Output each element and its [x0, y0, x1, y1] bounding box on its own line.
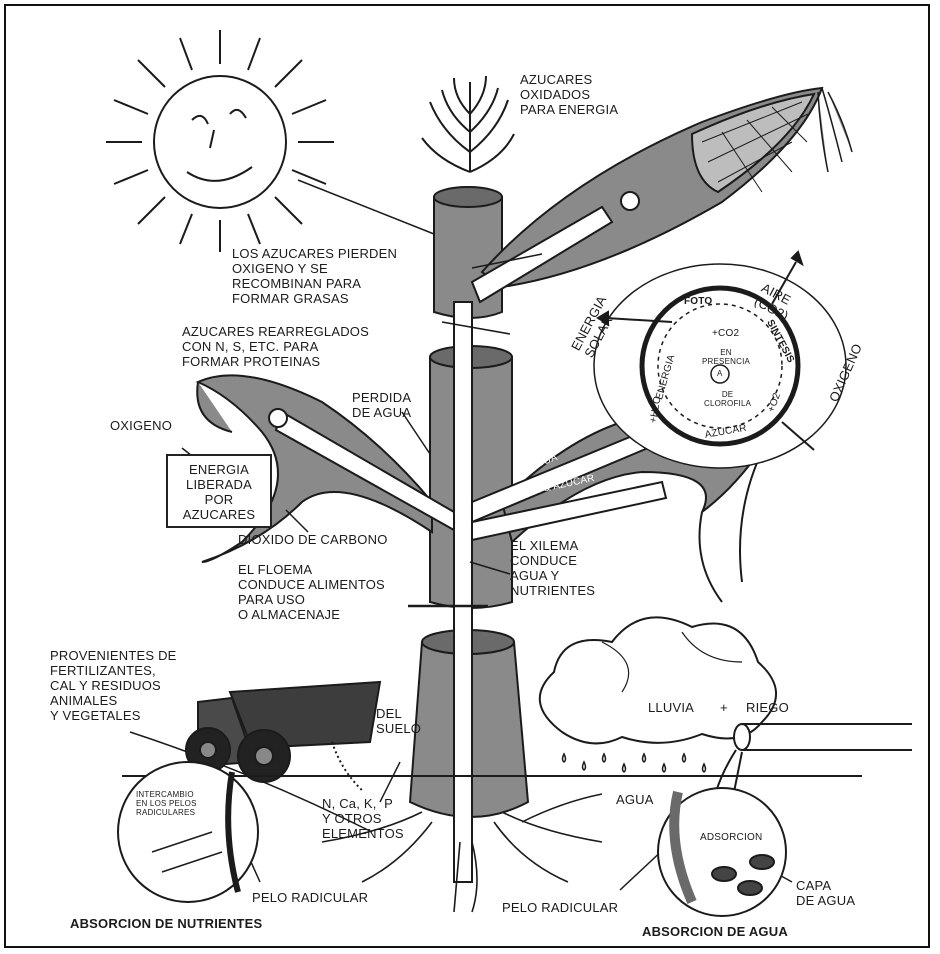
- label-pelo-left: PELO RADICULAR: [252, 890, 368, 905]
- label-intercambio: INTERCAMBIO EN LOS PELOS RADICULARES: [136, 790, 197, 817]
- label-pelo-right: PELO RADICULAR: [502, 900, 618, 915]
- root-hair-inset-left: [118, 762, 258, 902]
- label-oxigeno-left: OXIGENO: [110, 418, 172, 433]
- label-ring-co2: +CO2: [712, 328, 739, 339]
- label-riego: RIEGO: [746, 700, 789, 715]
- label-capa-agua: CAPA DE AGUA: [796, 878, 855, 908]
- label-elementos: N, Ca, K, P Y OTROS ELEMENTOS: [322, 796, 404, 841]
- tassel-icon: [422, 76, 514, 172]
- label-absorcion-nutrientes: ABSORCION DE NUTRIENTES: [70, 916, 262, 931]
- irrigation-pipe-icon: [716, 724, 912, 792]
- diagram-frame: AZUCARES OXIDADOS PARA ENERGIA LOS AZUCA…: [4, 4, 930, 948]
- label-agua-soil: AGUA: [616, 792, 654, 807]
- label-de-clorofila: DE CLOROFILA: [704, 390, 751, 408]
- label-xilema: EL XILEMA CONDUCE AGUA Y NUTRIENTES: [510, 538, 595, 598]
- label-del-suelo: DEL SUELO: [376, 706, 421, 736]
- label-dioxido: DIOXIDO DE CARBONO: [238, 532, 388, 547]
- label-a-marker: A: [717, 369, 723, 378]
- energia-liberada-box: ENERGIA LIBERADA POR AZUCARES: [166, 454, 272, 528]
- label-azucares-oxidados: AZUCARES OXIDADOS PARA ENERGIA: [520, 72, 618, 117]
- water-adsorption-inset-right: [658, 788, 786, 916]
- label-pierden-oxigeno: LOS AZUCARES PIERDEN OXIGENO Y SE RECOMB…: [232, 246, 397, 306]
- label-provenientes: PROVENIENTES DE FERTILIZANTES, CAL Y RES…: [50, 648, 177, 723]
- sun-icon: [106, 30, 434, 252]
- label-floema: EL FLOEMA CONDUCE ALIMENTOS PARA USO O A…: [238, 562, 385, 622]
- label-en-presencia: EN PRESENCIA: [702, 348, 750, 366]
- label-plus: +: [720, 700, 728, 715]
- label-lluvia: LLUVIA: [648, 700, 694, 715]
- label-rearreglados: AZUCARES REARREGLADOS CON N, S, ETC. PAR…: [182, 324, 369, 369]
- label-adsorcion: ADSORCION: [700, 832, 762, 843]
- label-foto: FOTO: [684, 296, 712, 307]
- label-absorcion-agua: ABSORCION DE AGUA: [642, 924, 788, 939]
- label-perdida-agua: PERDIDA DE AGUA: [352, 390, 411, 420]
- label-energia-liberada: ENERGIA LIBERADA POR AZUCARES: [168, 462, 270, 522]
- rain-drops: [563, 754, 706, 772]
